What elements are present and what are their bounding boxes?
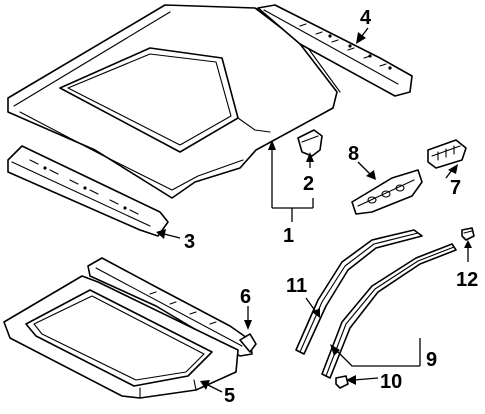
leader-9-arrowhead	[330, 344, 340, 356]
callout-8: 8	[348, 143, 359, 165]
leader-10	[353, 377, 379, 381]
leader-11	[305, 297, 317, 313]
leader-12-arrowhead	[464, 240, 472, 248]
front-bracket-icon	[351, 169, 423, 215]
leader-6-arrowhead	[244, 320, 252, 330]
roof-panel-icon	[7, 4, 341, 199]
leader-3-arrowhead	[156, 229, 166, 239]
callout-4: 4	[360, 7, 372, 29]
frame-rail-icon	[87, 257, 257, 357]
leader-5	[207, 384, 223, 393]
front-header-panel-icon	[7, 145, 169, 237]
leader-2-arrowhead	[306, 152, 314, 162]
callout-6: 6	[240, 286, 251, 308]
leader-4-arrowhead	[356, 32, 366, 44]
drip-molding-icon	[321, 243, 457, 379]
leader-8	[357, 161, 371, 175]
callout-1: 1	[283, 225, 294, 247]
molding-cap-icon	[297, 129, 323, 157]
callout-labels: 1 2 3 4 5 6 7 8 9 10 11 12	[184, 7, 478, 407]
clip-icon	[335, 227, 475, 389]
leader-9	[335, 349, 420, 367]
leader-1-arrowhead	[268, 140, 276, 150]
leader-3	[163, 233, 181, 239]
rear-bracket-icon	[427, 139, 467, 169]
rear-header-panel-icon	[257, 4, 413, 97]
callout-7: 7	[450, 177, 461, 199]
callout-9: 9	[426, 349, 437, 371]
roof-molding-icon	[295, 229, 423, 355]
leader-7-arrowhead	[448, 164, 458, 174]
callout-2: 2	[303, 173, 314, 195]
leader-4	[361, 27, 369, 37]
leader-10-arrowhead	[346, 375, 356, 385]
callout-5: 5	[224, 385, 235, 407]
leader-11-arrowhead	[312, 308, 320, 318]
callout-3: 3	[184, 231, 195, 253]
callout-12: 12	[456, 269, 478, 291]
leader-8-arrowhead	[366, 170, 376, 180]
callout-11: 11	[286, 275, 307, 297]
callout-10: 10	[380, 371, 402, 393]
leader-5-arrowhead	[200, 380, 210, 390]
leader-lines	[156, 27, 472, 393]
sunroof-frame-icon	[3, 275, 239, 399]
